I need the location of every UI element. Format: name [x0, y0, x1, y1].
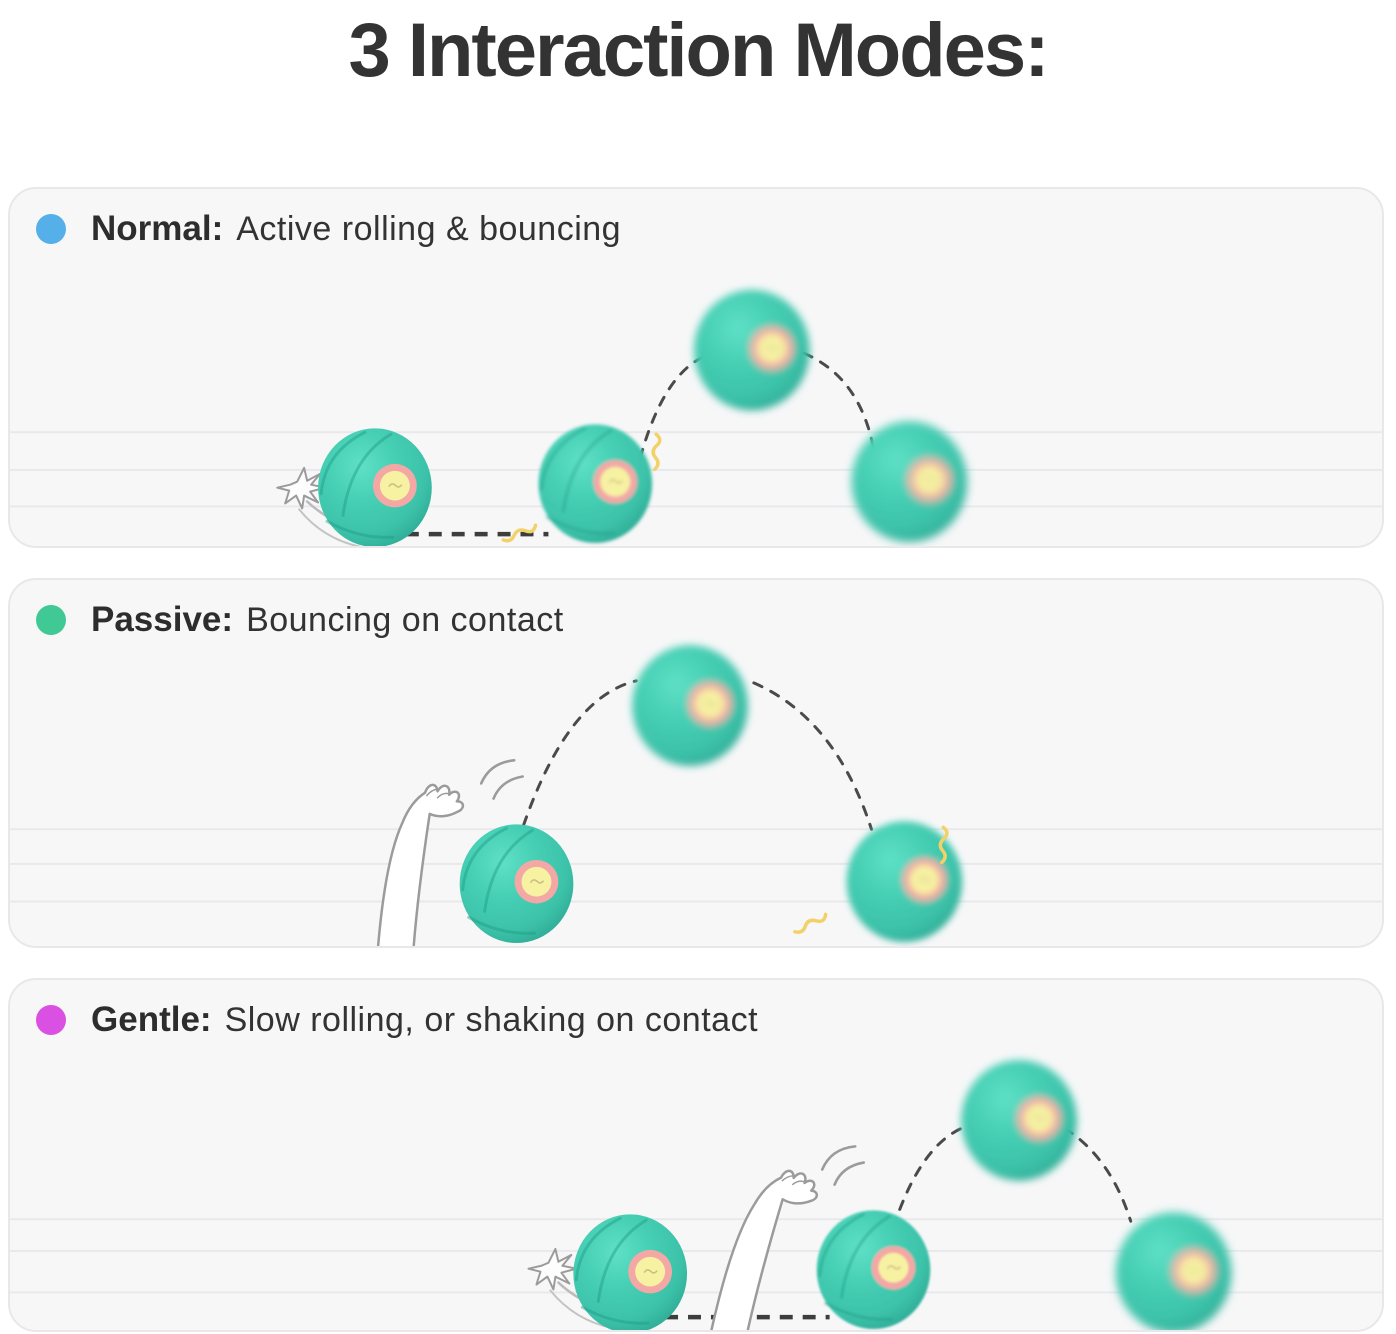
bounce-trajectory: [752, 681, 873, 831]
mode-description: Bouncing on contact: [246, 600, 564, 639]
mode-description: Active rolling & bouncing: [236, 209, 622, 248]
passive-mode-illustration: [10, 645, 1382, 946]
smart-ball: [632, 645, 748, 766]
smart-ball: [1115, 1212, 1232, 1330]
mode-panel-passive: Passive: Bouncing on contact: [8, 578, 1384, 948]
bounce-trajectory: [522, 679, 638, 827]
ball-lens: [688, 681, 732, 726]
cat-paw-icon: [708, 1169, 819, 1330]
page-title: 3 Interaction Modes:: [348, 8, 1050, 93]
normal-mode-dot-icon: [36, 214, 66, 244]
ball-lens: [514, 859, 559, 904]
ball-lens: [1017, 1096, 1061, 1141]
mode-label: Passive:: [91, 600, 234, 639]
smart-ball: [573, 1214, 688, 1330]
mode-header-normal: Normal: Active rolling & bouncing: [36, 209, 621, 249]
ball-lens: [372, 463, 417, 508]
mode-panel-gentle: Gentle: Slow rolling, or shaking on cont…: [8, 978, 1384, 1332]
gentle-mode-illustration: [10, 1060, 1382, 1330]
smart-ball: [816, 1210, 931, 1330]
smart-ball: [694, 289, 810, 411]
mode-header-gentle: Gentle: Slow rolling, or shaking on cont…: [36, 1000, 758, 1040]
smart-ball: [851, 421, 968, 543]
bounce-trajectory: [1063, 1126, 1133, 1223]
mode-panel-normal: Normal: Active rolling & bouncing: [8, 187, 1384, 548]
cat-paw-icon: [375, 783, 465, 946]
gentle-mode-dot-icon: [36, 1005, 66, 1035]
vibration-squiggle-icon: [938, 825, 949, 865]
smart-ball: [318, 428, 432, 546]
vibration-squiggle-icon: [651, 432, 662, 472]
paw-motion-lines-icon: [479, 759, 524, 800]
ball-lens: [593, 459, 638, 504]
mode-header-passive: Passive: Bouncing on contact: [36, 600, 564, 640]
mode-label: Normal:: [91, 209, 224, 248]
smart-ball: [538, 424, 653, 544]
normal-mode-illustration: [10, 289, 1382, 546]
bounce-trajectory: [891, 1122, 975, 1229]
ball-lens: [628, 1249, 673, 1294]
vibration-squiggle-icon: [793, 912, 828, 934]
smart-ball: [961, 1060, 1077, 1181]
mode-description: Slow rolling, or shaking on contact: [224, 1000, 759, 1039]
ball-lens: [902, 857, 947, 902]
smart-ball: [846, 821, 963, 943]
ball-lens: [1171, 1248, 1216, 1293]
passive-mode-dot-icon: [36, 605, 66, 635]
paw-motion-lines-icon: [820, 1145, 865, 1186]
ball-lens: [749, 326, 794, 370]
vibration-squiggle-icon: [501, 523, 538, 543]
ball-lens: [907, 457, 952, 502]
smart-ball: [459, 824, 574, 944]
bounce-trajectory: [802, 351, 875, 450]
mode-label: Gentle:: [91, 1000, 212, 1039]
ball-lens: [871, 1245, 916, 1290]
